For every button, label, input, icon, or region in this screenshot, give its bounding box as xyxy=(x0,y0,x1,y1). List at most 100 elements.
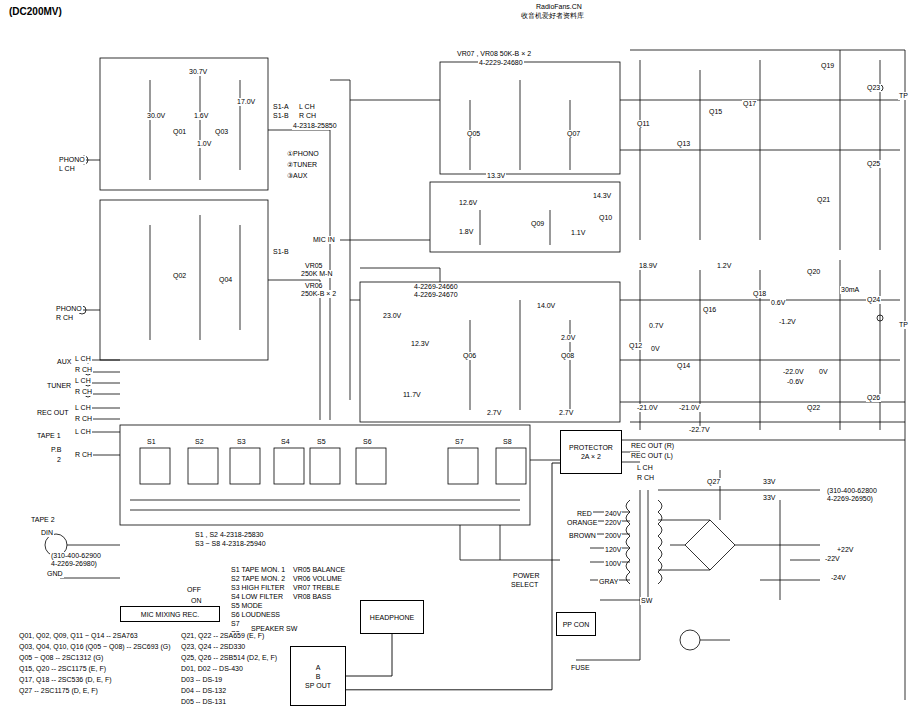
component-label: REC OUT (R) xyxy=(630,442,675,450)
component-label: 11.7V xyxy=(402,391,422,399)
component-label: S5 MODE xyxy=(230,602,264,610)
component-label: D03 -- DS-19 xyxy=(180,676,223,684)
component-label: S3 xyxy=(236,438,247,446)
component-label: 12.3V xyxy=(410,340,430,348)
component-label: P.B xyxy=(50,446,62,454)
component-label: 收音机爱好者资料库 xyxy=(520,12,585,20)
speaker-terminal: ABSP OUT xyxy=(290,646,346,706)
component-label: VR06 xyxy=(304,282,324,290)
component-label: Q19 xyxy=(820,62,835,70)
component-label: D04 -- DS-132 xyxy=(180,687,227,695)
wire-line xyxy=(130,500,520,510)
component-label: 250K M-N xyxy=(300,270,334,278)
component-label: 0V xyxy=(650,345,661,353)
component-label: 4-2269-26980) xyxy=(50,560,98,568)
component-label: 0.6V xyxy=(770,299,786,307)
component-label: Q15 xyxy=(708,108,723,116)
node-text: HEADPHONE xyxy=(370,613,414,622)
component-label: Q06 xyxy=(462,352,477,360)
component-label: 13.3V xyxy=(486,172,506,180)
node-text: A xyxy=(316,663,321,672)
component-label: VR05 xyxy=(304,262,324,270)
component-outline xyxy=(496,448,526,484)
component-label: MIC IN xyxy=(312,236,336,244)
component-label: Q23, Q24 -- 2SD330 xyxy=(180,643,246,651)
component-label: Q26 xyxy=(866,394,881,402)
component-label: S7 xyxy=(454,438,465,446)
tone-amp-wiring xyxy=(340,62,620,422)
component-label: 2 xyxy=(56,456,62,464)
wire-line xyxy=(620,260,900,430)
component-label: S1 xyxy=(146,438,157,446)
component-label: S1 , S2 4-2318-25830 xyxy=(194,531,265,539)
component-label: VR05 BALANCE xyxy=(292,566,346,574)
component-label: REC OUT xyxy=(36,409,70,417)
speaker-wire xyxy=(346,634,392,676)
component-label: 2.0V xyxy=(560,334,576,342)
component-label: 1.8V xyxy=(458,228,474,236)
component-label: Q05 ~ Q08 -- 2SC1312 (G) xyxy=(18,654,104,662)
component-label: FUSE xyxy=(570,664,591,672)
component-outline xyxy=(100,200,268,360)
node-text: SP OUT xyxy=(305,681,331,690)
power-connector: PP CON xyxy=(556,612,596,636)
component-label: Q07 xyxy=(566,130,581,138)
component-label: R CH xyxy=(74,451,93,459)
component-label: +22V xyxy=(836,546,855,554)
node-text: PP CON xyxy=(563,620,590,629)
component-label: S1-B xyxy=(272,112,290,120)
component-label: S6 xyxy=(362,438,373,446)
component-label: 0.7V xyxy=(648,322,664,330)
component-label: -21.0V xyxy=(636,404,659,412)
component-label: Q17, Q18 -- 2SC536 (D, E, F) xyxy=(18,676,113,684)
component-label: GRAY xyxy=(598,578,619,586)
component-label: ①PHONO xyxy=(286,150,320,158)
component-label: Q21 xyxy=(816,196,831,204)
node-text: 2A × 2 xyxy=(581,452,601,461)
component-label: 1.6V xyxy=(193,112,209,120)
component-label: Q02 xyxy=(172,272,187,280)
wire-line xyxy=(82,70,240,340)
component-label: 220V xyxy=(604,519,622,527)
wire-line xyxy=(700,640,730,641)
component-label: TP xyxy=(898,321,909,329)
node-text: PROTECTOR xyxy=(569,443,613,452)
component-label: L CH xyxy=(74,428,92,436)
component-outline xyxy=(274,448,304,484)
component-label: 14.3V xyxy=(592,192,612,200)
component-label: R CH xyxy=(636,474,655,482)
component-label: 120V xyxy=(604,546,622,554)
component-label: AUX xyxy=(56,358,72,366)
component-label: S5 xyxy=(316,438,327,446)
component-outline xyxy=(448,448,478,484)
component-label: -1.2V xyxy=(778,318,797,326)
power-amp-wiring xyxy=(620,50,905,700)
component-label: -0.6V xyxy=(786,378,805,386)
component-outline xyxy=(188,448,218,484)
component-label: Q09 xyxy=(530,220,545,228)
node-text: B xyxy=(316,672,321,681)
terminal-symbol xyxy=(877,315,883,321)
power-supply xyxy=(576,470,820,660)
component-label: ③AUX xyxy=(286,172,308,180)
component-label: 33V xyxy=(762,494,776,502)
component-label: Q20 xyxy=(806,268,821,276)
component-label: RadioFans.CN xyxy=(535,3,583,11)
component-label: REC OUT (L) xyxy=(630,452,674,460)
component-label: Q13 xyxy=(676,140,691,148)
component-label: 250K-B × 2 xyxy=(300,290,337,298)
component-label: Q08 xyxy=(560,352,575,360)
component-label: S6 LOUDNESS xyxy=(230,611,281,619)
component-label: S3 ~ S8 4-2318-25940 xyxy=(194,540,267,548)
component-label: -21.0V xyxy=(678,404,701,412)
component-label: 0V xyxy=(818,368,829,376)
component-label: L CH xyxy=(74,355,92,363)
component-label: 4-2318-25850 xyxy=(292,122,338,130)
component-outline xyxy=(230,448,260,484)
component-label: GND xyxy=(46,570,64,578)
component-label: R CH xyxy=(298,112,317,120)
component-label: L CH xyxy=(58,165,76,173)
component-label: Q04 xyxy=(218,276,233,284)
component-label: 18.9V xyxy=(638,262,658,270)
component-label: D05 -- DS-131 xyxy=(180,698,227,706)
